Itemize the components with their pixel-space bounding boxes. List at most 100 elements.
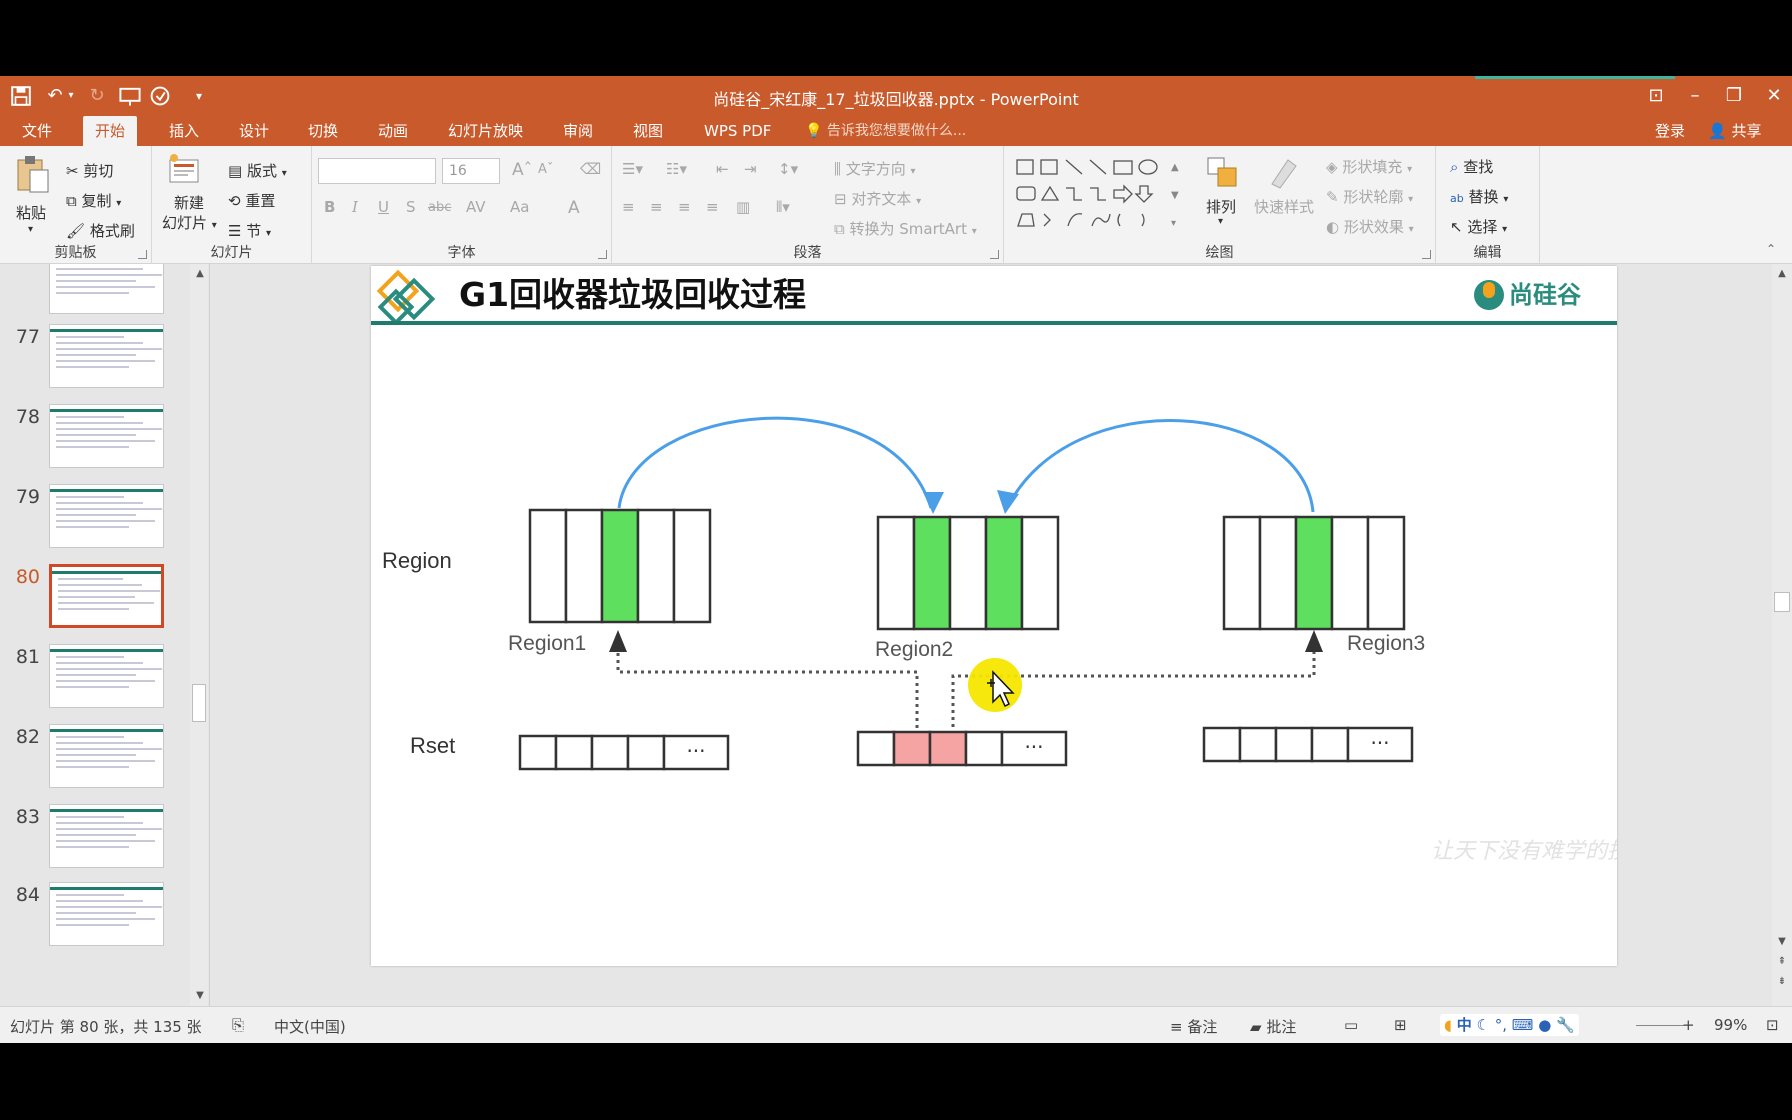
text-direction-button[interactable]: ⫼ 文字方向 ▾	[834, 160, 916, 178]
clipboard-launcher-icon[interactable]	[138, 250, 147, 259]
copy-button[interactable]: ⧉ 复制 ▾	[66, 190, 121, 211]
slide-thumbnail[interactable]	[49, 564, 164, 628]
font-name-field[interactable]	[318, 158, 436, 184]
slide-thumbnail[interactable]	[49, 264, 164, 314]
tab-slideshow[interactable]: 幻灯片放映	[448, 122, 524, 140]
convert-smartart-button[interactable]: ⧉ 转换为 SmartArt ▾	[834, 220, 977, 238]
shapes-gallery[interactable]: ▲▼▾	[1014, 156, 1194, 238]
slide-scroll-thumb[interactable]	[1774, 592, 1790, 612]
tab-wps-pdf[interactable]: WPS PDF	[704, 122, 772, 140]
slide-thumbnail[interactable]	[49, 644, 164, 708]
sign-in-link[interactable]: 登录	[1655, 122, 1686, 140]
scroll-down-icon[interactable]: ▼	[196, 990, 204, 1001]
redo-icon[interactable]: ↻	[89, 85, 105, 106]
align-center-icon[interactable]: ≡	[650, 198, 663, 216]
align-left-icon[interactable]: ≡	[622, 198, 635, 216]
slide-thumbnail[interactable]	[49, 484, 164, 548]
shape-fill-button[interactable]: ◈ 形状填充 ▾	[1326, 158, 1413, 176]
fit-to-window-icon[interactable]: ⊡	[1766, 1016, 1779, 1034]
slide-canvas[interactable]: G1回收器垃圾回收过程 尚硅谷 Region Rset Region1 Regi…	[371, 266, 1617, 966]
previous-slide-icon[interactable]: ⇞	[1777, 956, 1787, 967]
paragraph-launcher-icon[interactable]	[990, 250, 999, 259]
layout-button[interactable]: ▤ 版式 ▾	[228, 160, 287, 181]
quick-styles-icon[interactable]	[1266, 154, 1302, 194]
distribute-icon[interactable]: ▥	[736, 198, 751, 216]
decrease-indent-icon[interactable]: ⇤	[716, 160, 729, 178]
reset-button[interactable]: ⟲ 重置	[228, 190, 275, 211]
shape-outline-button[interactable]: ✎ 形状轮廓 ▾	[1326, 188, 1414, 206]
replace-button[interactable]: ab 替换 ▾	[1450, 188, 1509, 206]
tab-transitions[interactable]: 切换	[308, 122, 339, 140]
slide-thumbnail[interactable]	[49, 882, 164, 946]
columns-icon[interactable]: ⫴▾	[776, 198, 790, 216]
font-launcher-icon[interactable]	[598, 250, 607, 259]
numbering-icon[interactable]: ☷▾	[666, 160, 687, 178]
find-button[interactable]: ⌕ 查找	[1450, 156, 1493, 177]
tab-view[interactable]: 视图	[633, 122, 664, 140]
thumbnail-scroll-thumb[interactable]	[192, 684, 206, 722]
new-slide-label-2[interactable]: 幻灯片 ▾	[162, 212, 217, 233]
notes-button[interactable]: ≡ 备注	[1170, 1016, 1217, 1037]
drawing-launcher-icon[interactable]	[1422, 250, 1431, 259]
customize-qat-icon[interactable]: ▾	[195, 89, 203, 103]
increase-indent-icon[interactable]: ⇥	[744, 160, 757, 178]
select-button[interactable]: ↖ 选择 ▾	[1450, 218, 1508, 236]
slide-thumbnail[interactable]	[49, 324, 164, 388]
slide-vertical-scrollbar[interactable]: ▲ ▼ ⇞ ⇟	[1772, 264, 1792, 1006]
shrink-font-icon[interactable]: Aˇ	[538, 162, 554, 177]
new-slide-label-1[interactable]: 新建	[174, 194, 205, 212]
underline-button[interactable]: U	[378, 198, 389, 216]
next-slide-icon[interactable]: ⇟	[1777, 976, 1787, 987]
arrange-dropdown-icon[interactable]: ▾	[1218, 216, 1224, 227]
tab-insert[interactable]: 插入	[169, 122, 200, 140]
restore-icon[interactable]: ❐	[1725, 85, 1743, 106]
minimize-icon[interactable]: –	[1690, 85, 1700, 106]
arrange-label[interactable]: 排列	[1206, 198, 1237, 216]
quick-styles-label[interactable]: 快速样式	[1254, 198, 1315, 216]
grow-font-icon[interactable]: Aˆ	[512, 160, 533, 180]
slide-sorter-icon[interactable]: ⊞	[1394, 1016, 1407, 1034]
touch-mode-icon[interactable]	[148, 84, 172, 108]
slide-scroll-up-icon[interactable]: ▲	[1778, 268, 1786, 279]
close-icon[interactable]: ✕	[1766, 85, 1782, 106]
paste-label[interactable]: 粘贴	[16, 204, 47, 222]
ribbon-display-options-icon[interactable]: ⊡	[1648, 85, 1664, 106]
format-painter-button[interactable]: 🖌 格式刷	[66, 220, 135, 241]
share-button[interactable]: 👤 共享	[1708, 116, 1761, 146]
save-icon[interactable]	[10, 84, 32, 108]
paste-dropdown-icon[interactable]: ▾	[28, 224, 34, 235]
spellcheck-icon[interactable]: ⎘	[232, 1016, 245, 1034]
bullets-icon[interactable]: ☰▾	[622, 160, 643, 178]
collapse-ribbon-icon[interactable]: ⌃	[1766, 242, 1777, 256]
slide-thumbnail[interactable]	[49, 724, 164, 788]
arrange-icon[interactable]	[1204, 154, 1240, 194]
cut-button[interactable]: ✂ 剪切	[66, 160, 113, 181]
tab-file[interactable]: 文件	[22, 122, 53, 140]
line-spacing-icon[interactable]: ↕▾	[778, 160, 799, 178]
zoom-slider[interactable]	[1636, 1025, 1684, 1026]
strikethrough-button[interactable]: abc	[428, 200, 452, 215]
normal-view-icon[interactable]: ▭	[1344, 1016, 1359, 1034]
tab-home[interactable]: 开始	[83, 116, 138, 146]
tab-review[interactable]: 审阅	[563, 122, 594, 140]
bold-button[interactable]: B	[324, 198, 336, 216]
tab-animations[interactable]: 动画	[378, 122, 409, 140]
shape-effects-button[interactable]: ◐ 形状效果 ▾	[1326, 218, 1414, 236]
new-slide-icon[interactable]	[166, 152, 202, 192]
italic-button[interactable]: I	[352, 198, 358, 216]
tab-design[interactable]: 设计	[239, 122, 270, 140]
font-color-button[interactable]: A	[568, 198, 580, 218]
zoom-in-icon[interactable]: +	[1682, 1016, 1695, 1034]
align-right-icon[interactable]: ≡	[678, 198, 691, 216]
language-status[interactable]: 中文(中国)	[274, 1018, 346, 1036]
font-size-field[interactable]: 16	[442, 158, 500, 184]
undo-icon[interactable]: ↶	[47, 85, 63, 106]
justify-icon[interactable]: ≡	[706, 198, 719, 216]
tell-me-search[interactable]: 💡 告诉我您想要做什么...	[805, 116, 966, 146]
slide-thumbnail[interactable]	[49, 404, 164, 468]
comments-button[interactable]: ▰ 批注	[1250, 1016, 1296, 1037]
change-case-button[interactable]: Aa	[510, 198, 530, 216]
slide-thumbnail[interactable]	[49, 804, 164, 868]
slide-scroll-down-icon[interactable]: ▼	[1778, 936, 1786, 947]
thumbnail-scrollbar[interactable]: ▲ ▼	[190, 264, 208, 1006]
